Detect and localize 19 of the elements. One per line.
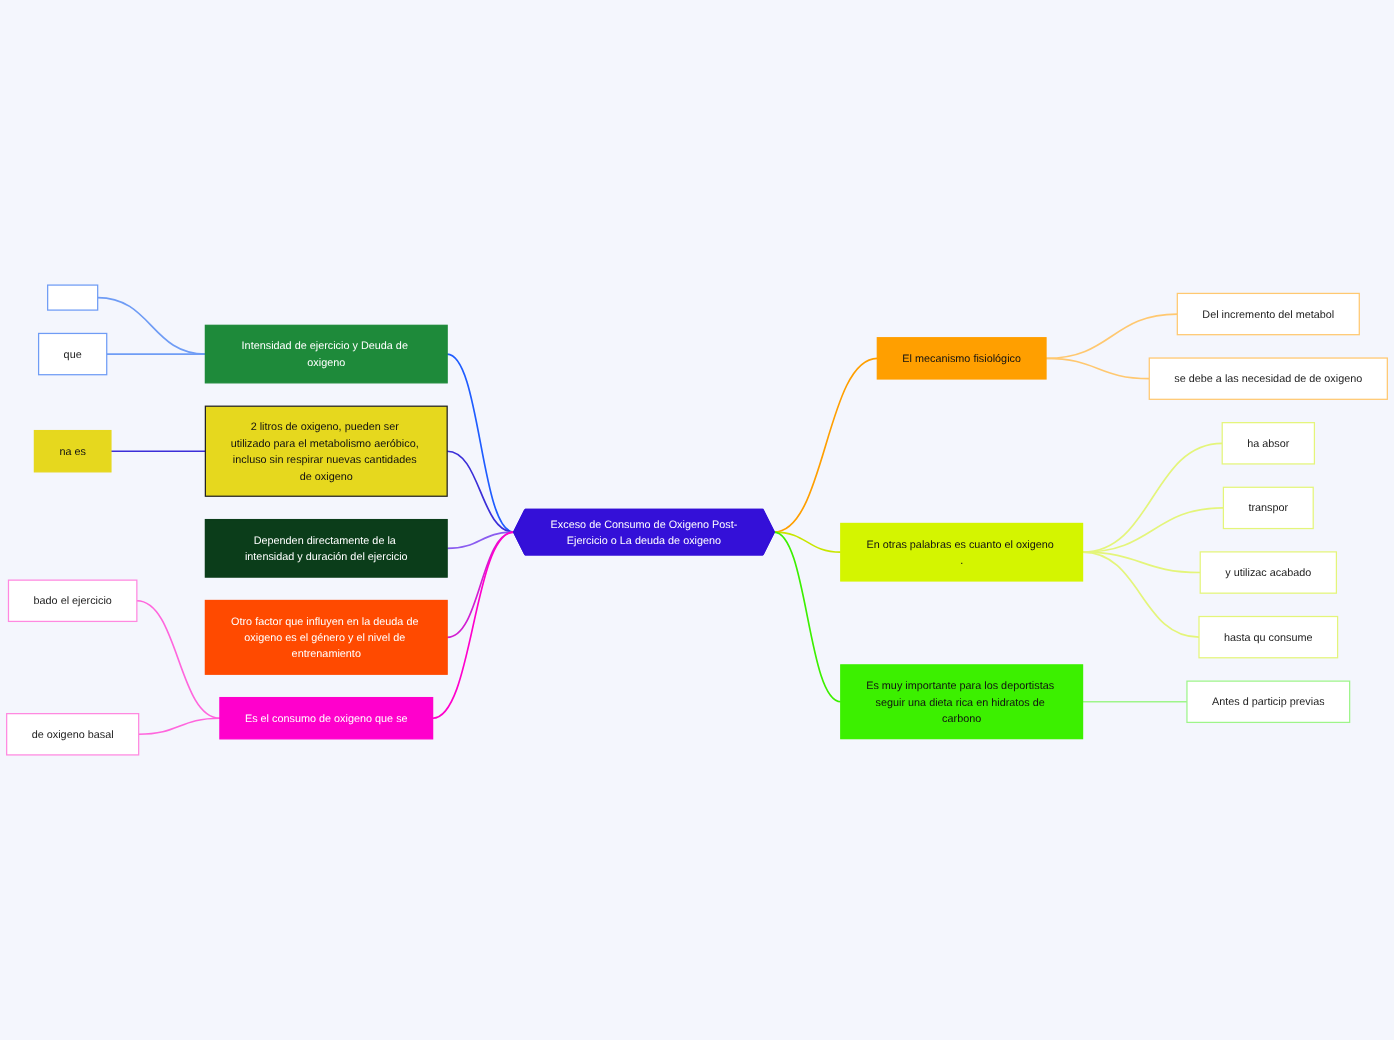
connector: [96, 296, 207, 355]
connector: [1081, 551, 1202, 574]
connector: [446, 353, 515, 533]
connector: [1045, 313, 1179, 360]
connector: [773, 531, 842, 554]
connector: [1081, 700, 1188, 703]
connector: [137, 717, 221, 736]
connector: [431, 531, 515, 720]
connector: [446, 531, 515, 639]
connector: [136, 599, 221, 720]
connector: [446, 450, 515, 533]
connector: [446, 531, 515, 550]
connector: [1045, 357, 1151, 380]
node-box: [47, 284, 99, 311]
connector: [773, 357, 879, 533]
connector: [110, 450, 207, 453]
connector: [105, 353, 207, 355]
connector: [1081, 551, 1200, 638]
connector: [773, 531, 842, 703]
